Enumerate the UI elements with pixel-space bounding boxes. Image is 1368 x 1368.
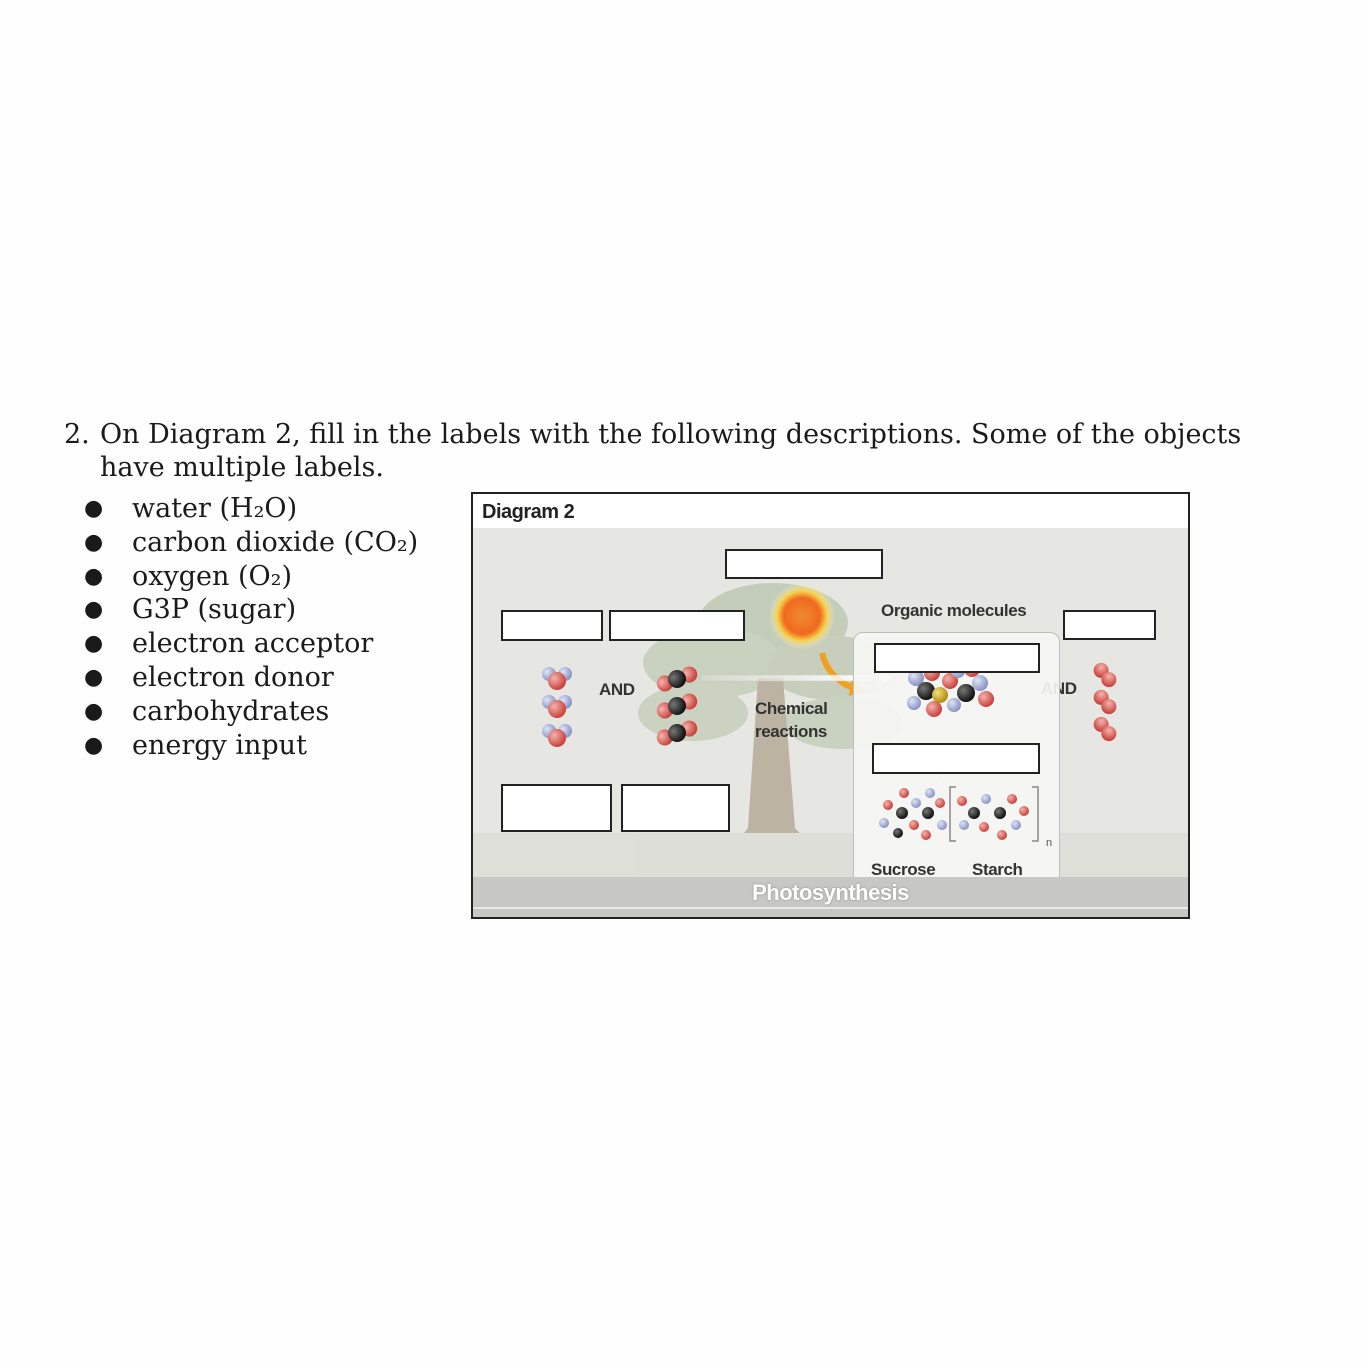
starch-subscript-n: n (1046, 837, 1053, 849)
description-list: water (H₂O) carbon dioxide (CO₂) oxygen … (84, 492, 418, 762)
list-item: G3P (sugar) (84, 593, 418, 627)
footer-divider (473, 907, 1188, 909)
list-item: electron donor (84, 661, 418, 695)
list-item: water (H₂O) (84, 492, 418, 526)
chemical-reactions-line-2: reactions (755, 722, 827, 741)
sucrose-molecule-icon (879, 788, 947, 840)
organic-molecules-title: Organic molecules (881, 601, 1027, 620)
diagram-footer: Photosynthesis (473, 877, 1188, 917)
list-item: electron acceptor (84, 627, 418, 661)
diagram-title: Diagram 2 (482, 501, 575, 523)
diagram-2: Diagram 2 (471, 492, 1190, 919)
organic-molecules-art (879, 661, 1039, 842)
water-molecules (542, 667, 572, 747)
list-item: carbon dioxide (CO₂) (84, 526, 418, 560)
starch-molecule-icon (949, 786, 1039, 842)
list-item: oxygen (O₂) (84, 560, 418, 594)
list-item: energy input (84, 729, 418, 763)
label-box-left-3[interactable] (501, 784, 612, 832)
label-box-left-1[interactable] (501, 610, 603, 641)
footer-title: Photosynthesis (752, 880, 909, 905)
g3p-molecule-icon (907, 661, 994, 717)
energy-arrow (819, 652, 855, 691)
chemical-reactions-line-1: Chemical (755, 699, 828, 718)
label-box-left-2[interactable] (609, 610, 745, 641)
sun-icon (769, 583, 835, 649)
label-box-energy[interactable] (725, 549, 883, 579)
and-label-left: AND (599, 680, 635, 699)
label-box-organic-1[interactable] (874, 643, 1040, 673)
question-text: On Diagram 2, fill in the labels with th… (100, 419, 1242, 483)
photosynthesis-scene: AND Chemical reactions AND Organic molec… (473, 528, 1188, 896)
label-box-right[interactable] (1063, 610, 1156, 640)
question-number: 2. (64, 419, 90, 450)
oxygen-molecules (1093, 662, 1117, 742)
carbon-dioxide-molecules (656, 666, 698, 746)
list-item: carbohydrates (84, 695, 418, 729)
organic-molecules-panel: Organic molecules (853, 601, 1060, 896)
label-box-organic-2[interactable] (872, 743, 1040, 774)
sucrose-label: Sucrose (871, 860, 936, 879)
starch-label: Starch (972, 860, 1023, 879)
label-box-left-4[interactable] (621, 784, 730, 832)
